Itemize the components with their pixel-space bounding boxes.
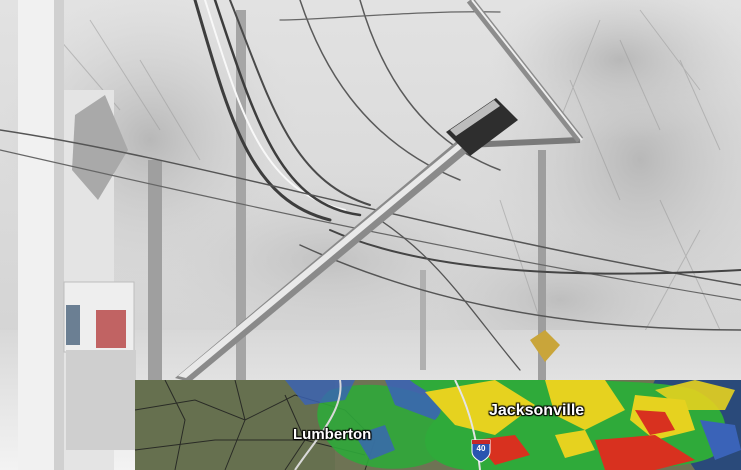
house-wall [18,0,136,470]
radar-map-graphic [135,380,741,470]
radar-map: Lumberton Jacksonville 40 [135,380,741,470]
city-label-jacksonville: Jacksonville [489,402,585,419]
city-label-lumberton: Lumberton [293,426,372,443]
leaning-utility-pole [175,0,584,382]
yellow-road-sign [530,330,560,362]
interstate-shield-icon [471,439,491,463]
power-lines [0,0,741,371]
interstate-shield-number: 40 [476,444,486,453]
radar-echoes [285,380,741,470]
highway-line [294,380,342,470]
